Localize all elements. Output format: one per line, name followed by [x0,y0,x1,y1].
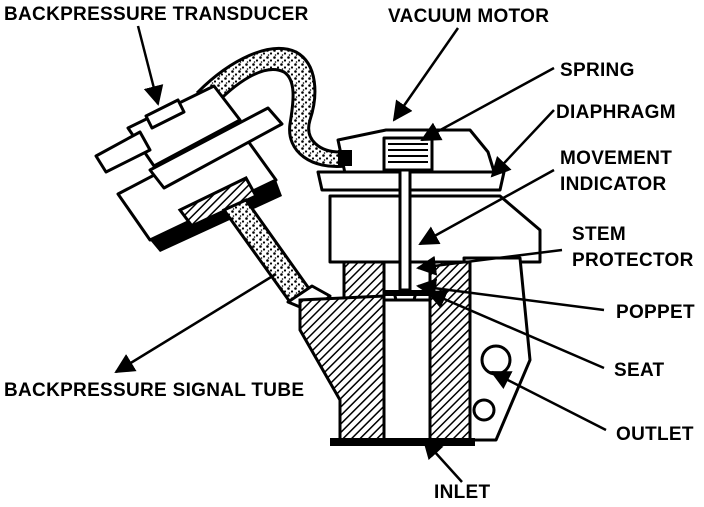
label-movement-indicator-line1: MOVEMENT [560,148,672,169]
valve-body [298,194,542,446]
label-vacuum-motor: VACUUM MOTOR [388,6,549,27]
label-movement-indicator-line2: INDICATOR [560,174,667,195]
label-inlet: INLET [434,482,490,502]
label-stem-protector-line2: PROTECTOR [572,250,694,271]
label-backpressure-transducer: BACKPRESSURE TRANSDUCER [4,4,309,25]
backpressure-transducer [94,84,284,252]
valve-stem [384,168,430,302]
label-diaphragm: DIAPHRAGM [556,102,676,123]
leader-lines [114,25,607,483]
label-backpressure-signal-tube: BACKPRESSURE SIGNAL TUBE [4,380,304,401]
label-spring: SPRING [560,60,635,81]
label-outlet: OUTLET [616,424,694,445]
label-stem-protector-line1: STEM [572,224,626,245]
label-seat: SEAT [614,360,665,381]
label-poppet: POPPET [616,302,695,323]
spring-coils [388,143,428,163]
